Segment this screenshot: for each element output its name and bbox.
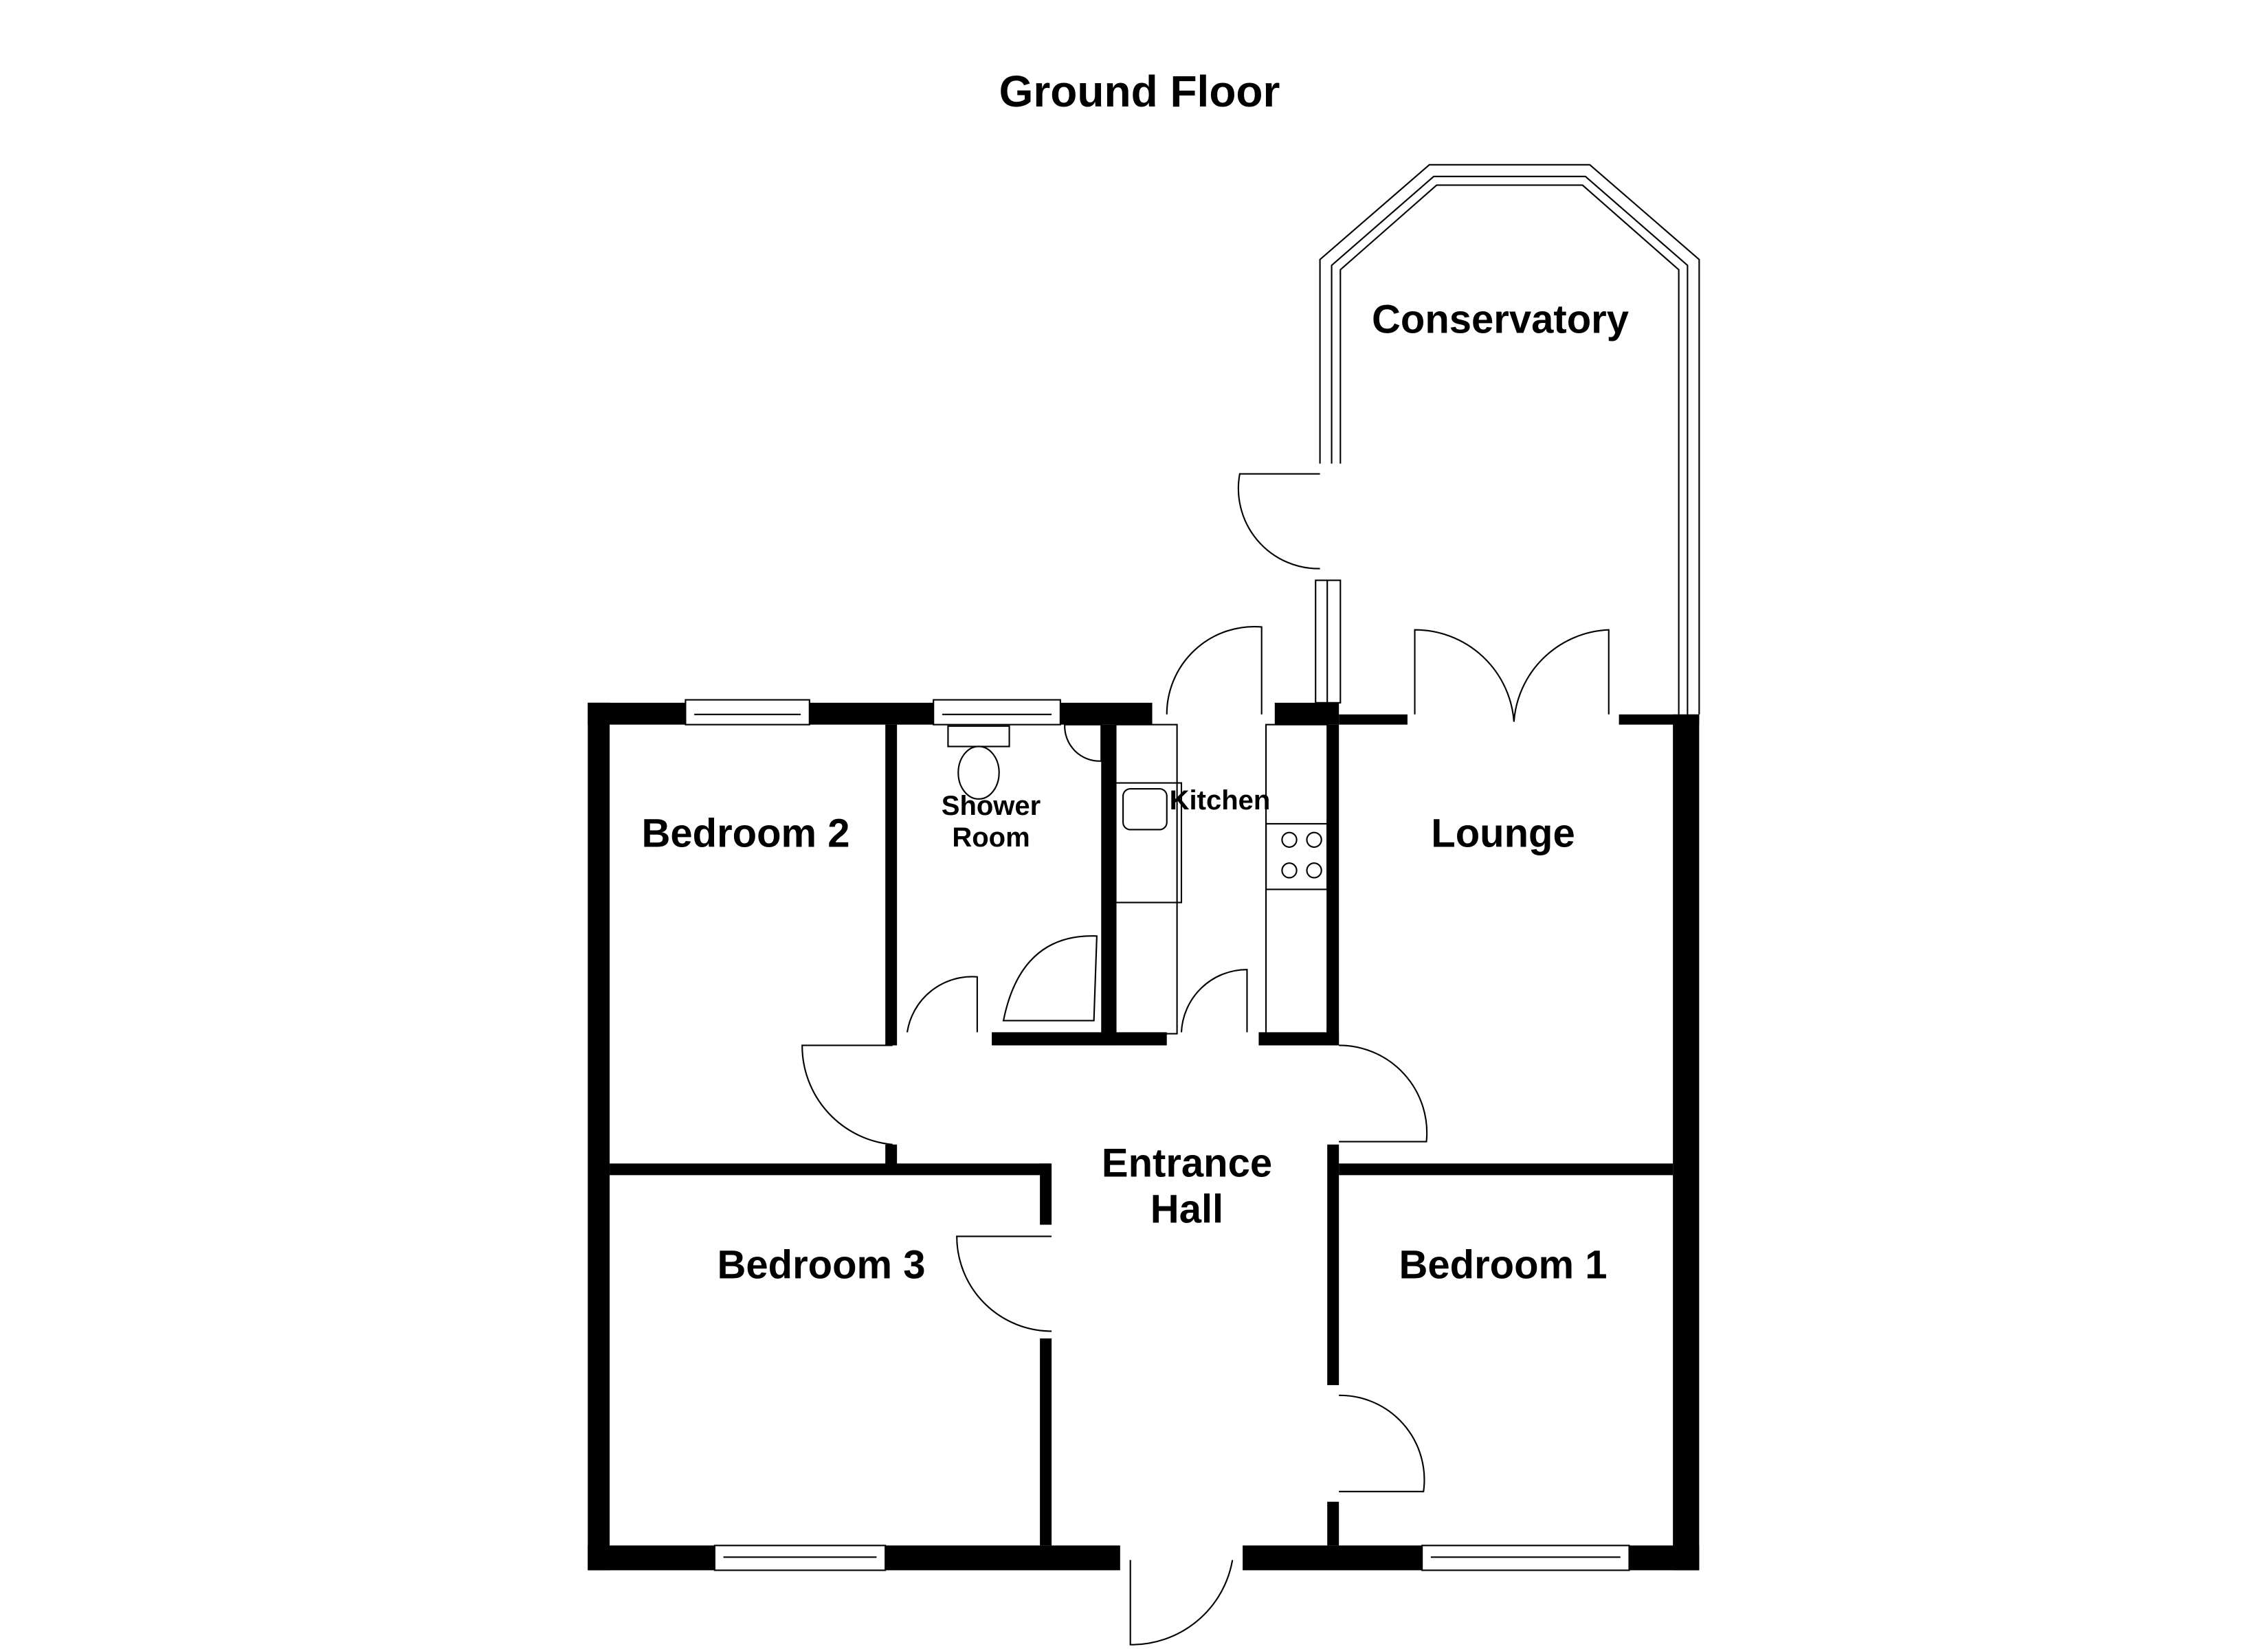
room-label-bedroom-3: Bedroom 3 [717, 1242, 926, 1288]
shower-tray-icon [1002, 935, 1098, 1022]
hob-icon [1265, 822, 1328, 890]
room-label-lounge: Lounge [1431, 811, 1575, 856]
room-label-kitchen: Kitchen [1169, 785, 1271, 816]
fixtures [947, 723, 1328, 1035]
toilet-icon [957, 745, 1000, 800]
room-label-bedroom-1: Bedroom 1 [1399, 1242, 1608, 1288]
room-label-bedroom-2: Bedroom 2 [641, 811, 850, 856]
conservatory-glazing [1315, 164, 1700, 715]
basin-icon [1064, 723, 1102, 762]
windows [685, 699, 1630, 1571]
sink-icon [1122, 787, 1168, 831]
floor-title: Ground Floor [999, 67, 1280, 117]
room-label-line: Entrance [1101, 1141, 1273, 1186]
room-label-line: Shower [941, 791, 1041, 821]
toilet-cistern-icon [947, 725, 1010, 748]
room-label-conservatory: Conservatory [1372, 297, 1629, 342]
doors [801, 473, 1610, 1646]
room-label-line: Hall [1150, 1187, 1224, 1231]
walls [588, 702, 1700, 1571]
room-label-line: Room [952, 822, 1030, 853]
